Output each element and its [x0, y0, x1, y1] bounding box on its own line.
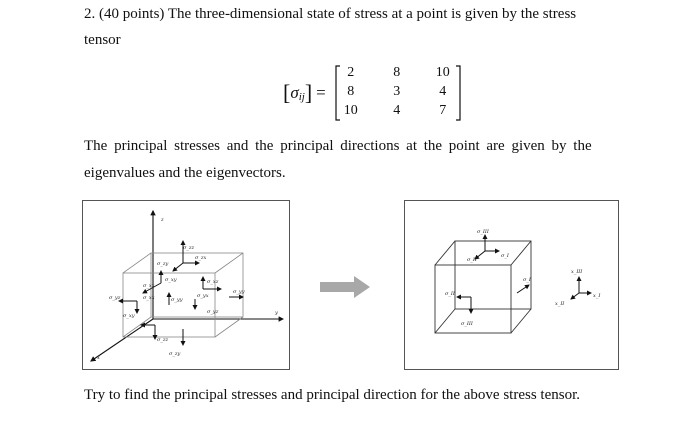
stress-label: σ_zx — [195, 255, 207, 261]
principal-label: σ_I — [523, 277, 532, 283]
transformation-arrow — [320, 276, 370, 298]
stress-label: σ_xx — [143, 283, 155, 289]
stress-label: σ_zy — [157, 261, 169, 267]
matrix-cell: 8 — [347, 84, 355, 99]
closing-instruction: Try to find the principal stresses and p… — [84, 387, 581, 403]
axis-label: x_I — [593, 293, 601, 299]
principal-stress-labels: σ_III σ_II σ_I σ_I σ_II σ_III x_III x_II… — [445, 229, 601, 327]
arrow-shape — [320, 276, 370, 298]
matrix-cell: 2 — [347, 65, 355, 80]
stress-matrix: 2 8 10 8 3 4 10 4 7 — [332, 63, 462, 123]
matrix-cell: 4 — [439, 84, 447, 99]
stress-component-labels: σ_zz σ_zx σ_zy σ_xx σ_xy σ_xz σ_yx σ_yy … — [109, 245, 245, 357]
stress-label: σ_yz — [109, 295, 121, 301]
stress-label: σ_zz — [183, 245, 195, 251]
principal-stress-element-figure: σ_III σ_II σ_I σ_I σ_II σ_III x_III x_II… — [404, 200, 619, 370]
general-stress-element-figure: z y x — [82, 200, 290, 370]
stress-label: σ_yx — [197, 293, 209, 299]
stress-label: σ_xx — [143, 295, 155, 301]
stress-label: σ_yy — [171, 297, 183, 303]
matrix-cell: 10 — [343, 103, 358, 118]
equals-sign: = — [316, 83, 326, 102]
principal-label: σ_III — [477, 229, 490, 235]
y-axis-label: y — [274, 310, 278, 316]
z-axis-label: z — [160, 217, 164, 223]
principal-paragraph-line2: eigenvalues and the eigenvectors. — [84, 165, 286, 181]
matrix-cell: 10 — [435, 65, 450, 80]
axis-label: x_II — [555, 301, 565, 307]
stress-cube-diagram: z y x — [90, 209, 285, 362]
stress-label: σ_xy — [123, 313, 135, 319]
principal-label: σ_I — [501, 253, 510, 259]
stress-arrows — [118, 240, 244, 346]
matrix-brackets — [335, 65, 461, 121]
sigma-symbol: σ — [290, 83, 299, 102]
principal-cube-diagram: σ_III σ_II σ_I σ_I σ_II σ_III x_III x_II… — [434, 229, 601, 334]
principal-label: σ_III — [461, 321, 474, 327]
principal-cube-outline — [434, 240, 532, 334]
stress-label: σ_xz — [207, 279, 219, 285]
stress-label: σ_zy — [169, 351, 181, 357]
stress-label: σ_yz — [207, 309, 219, 315]
sigma-subscript: ij — [298, 91, 305, 103]
principal-label: σ_II — [445, 291, 456, 297]
axis-label: x_III — [571, 269, 583, 275]
stress-label: σ_yy — [233, 289, 245, 295]
cube-outline — [122, 252, 244, 338]
matrix-cell: 3 — [393, 84, 401, 99]
problem-statement-line1: 2. (40 points) The three-dimensional sta… — [84, 6, 577, 22]
stress-label: σ_zz — [157, 337, 169, 343]
x-axis-label: x — [97, 355, 100, 361]
matrix-cell: 8 — [393, 65, 401, 80]
principal-label: σ_II — [467, 257, 478, 263]
principal-stress-arrows — [456, 234, 592, 314]
matrix-cell: 4 — [393, 103, 401, 118]
matrix-cell: 7 — [439, 103, 447, 118]
problem-statement-line2: tensor — [84, 32, 121, 48]
stress-label: σ_xy — [165, 277, 177, 283]
principal-paragraph-line1: The principal stresses and the principal… — [84, 138, 592, 154]
